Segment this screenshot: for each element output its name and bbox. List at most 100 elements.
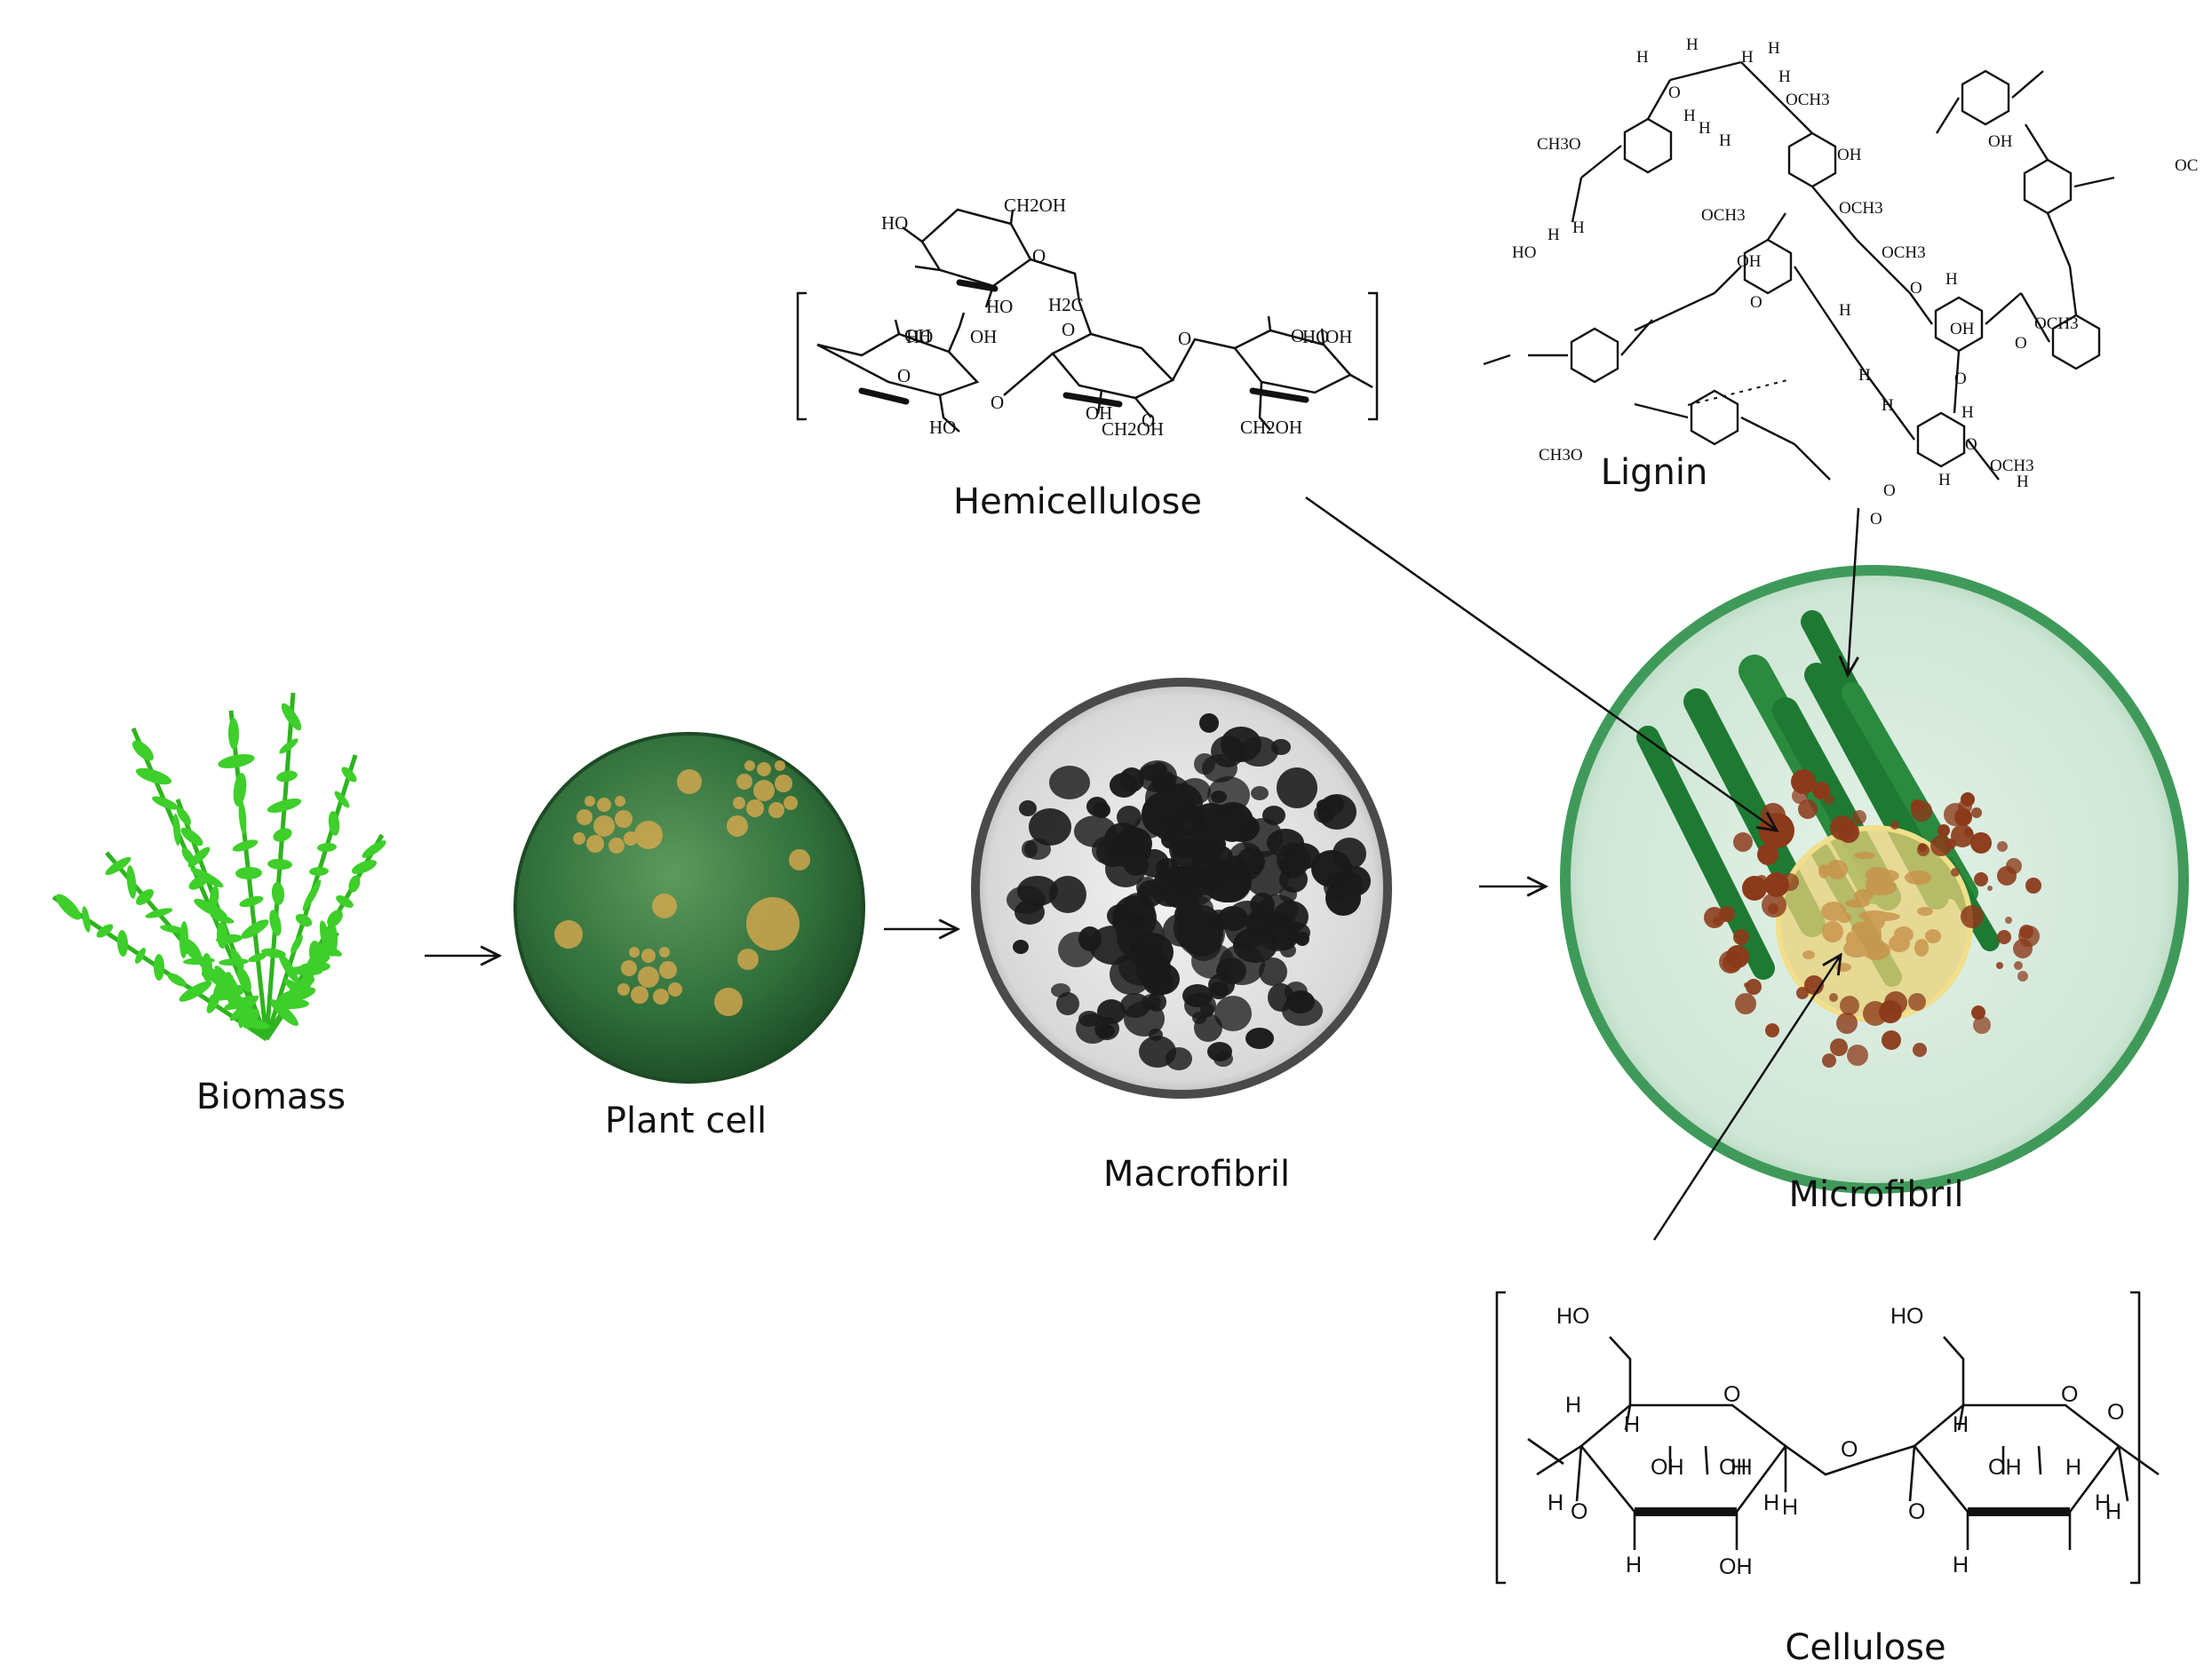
chem-group-label: H [2065,1455,2081,1480]
chem-group-label: H [1741,48,1754,67]
chem-group-label: HO [906,326,933,347]
chem-group-label: OC [2175,156,2198,175]
chem-group-label: H [1839,301,1851,320]
arrow-cellulose-to-microfibril [1652,955,1841,1241]
chem-group-label: H2C [1048,294,1084,315]
chem-group-label: H [1945,270,1958,289]
macrofibril-illustration [971,678,1392,1099]
chem-group-label: H [1572,219,1585,237]
chem-group-label: OH [1988,1455,2022,1480]
chem-group-label: H [1626,1553,1642,1578]
chem-group-label: H [1938,471,1951,489]
chem-group-label: CH2OH [1102,418,1164,440]
chem-group-label: O [1032,245,1046,266]
label-hemicellulose: Hemicellulose [953,481,1202,522]
chem-group-label: OH [1950,320,1975,338]
chem-group-label: CH2OH [1004,195,1066,216]
chem-group-label: H [1636,48,1649,67]
chem-group-label: H [2105,1499,2121,1524]
chem-group-label: OCH3 [1839,199,1883,218]
chem-group-label: O [1723,1382,1740,1407]
label-cellulose: Cellulose [1785,1627,1945,1668]
chem-group-label: O [1883,481,1896,500]
chem-group-label: HO [1556,1304,1590,1329]
chem-group-label: O [2107,1400,2124,1425]
chem-group-label: O [991,392,1004,413]
label-plant-cell: Plant cell [605,1101,767,1141]
chem-group-label: OH [1737,252,1762,271]
label-lignin: Lignin [1601,452,1708,493]
chem-group-label: CH3O [1539,446,1583,465]
chem-group-label: H [1719,131,1731,150]
chem-group-label: H [1768,39,1780,58]
chem-group-label: HO [929,417,956,438]
chem-group-label: H [1565,1393,1581,1418]
chem-group-label: OH [904,325,931,346]
chem-group-label: H [1858,366,1871,385]
chem-group-label: OCH3 [1701,206,1746,225]
chem-group-label: O [2015,334,2027,353]
chem-group-label: HO [1302,326,1329,347]
chem-group-label: H [1548,226,1560,244]
chem-group-label: OH [1988,132,2013,151]
chem-group-label: OH [1837,146,1862,164]
chem-group-label: H [2095,1490,2111,1515]
chem-group-label: OH [970,326,997,347]
label-biomass: Biomass [196,1077,346,1117]
label-macrofibril: Macrofibril [1103,1154,1290,1195]
arrow-hemicellulose-to-microfibril [1305,496,1777,831]
chem-group-label: OH [1651,1455,1684,1480]
chem-group-label: OCH3 [1786,91,1830,109]
chem-group-label: O [1870,510,1882,529]
chem-group-label: H [1953,1553,1969,1578]
label-microfibril: Microfibril [1789,1174,1964,1215]
chem-group-label: O [1668,83,1681,102]
chem-group-label: OCH3 [1990,457,2034,475]
chem-group-label: H [1953,1412,1969,1437]
chem-group-label: H [1731,1455,1747,1480]
chem-group-label: H [2017,473,2029,491]
chem-group-label: O [897,365,911,386]
chem-group-label: OCH3 [2034,314,2079,333]
chem-group-label: H [1624,1412,1640,1437]
arrow-lignin-to-microfibril [1848,507,1860,675]
chem-group-label: H [1683,107,1696,125]
lignin-bond-dashes [1687,379,1788,406]
chem-group-label: O [2061,1382,2078,1407]
plant-cell-illustration [513,732,865,1084]
flow-arrows [425,496,1860,1241]
chem-group-label: H [1686,36,1699,54]
chem-group-label: O [1571,1499,1587,1524]
chem-group-label: O [1291,325,1304,346]
chem-group-label: O [1965,435,1977,454]
chem-group-label: HO [986,296,1013,317]
chem-group-label: O [1908,1499,1925,1524]
chem-group-label: H [1548,1490,1564,1515]
microfibril-illustration [1560,565,2189,1194]
chem-group-label: H [1782,1495,1798,1520]
chem-group-label: H [1778,68,1791,86]
chem-group-label: O [1750,293,1762,312]
chem-group-label: O [1841,1437,1858,1462]
biomass-plant-illustration [52,692,386,1042]
chem-group-label: H [1699,119,1711,138]
chem-group-label: CH3O [1537,135,1581,154]
chem-group-label: H [1882,396,1894,415]
diagram-labels: Biomass Plant cell Macrofibril Microfibr… [196,452,1964,1668]
chem-group-label: O [1954,370,1967,388]
chem-group-label: OH [1719,1455,1753,1480]
chem-group-label: OCH3 [1882,243,1926,262]
chem-group-label: H [1763,1490,1779,1515]
chem-group-label: CH2OH [1240,417,1302,438]
chem-group-label: O [1142,409,1155,431]
chem-group-label: O [1910,279,1922,298]
chem-group-label: HO [1512,243,1536,262]
chem-group-label: HO [881,212,908,234]
chem-group-label: H [1961,403,1974,422]
chem-group-label: OH [1719,1554,1753,1579]
chem-group-label: O [1178,328,1191,349]
